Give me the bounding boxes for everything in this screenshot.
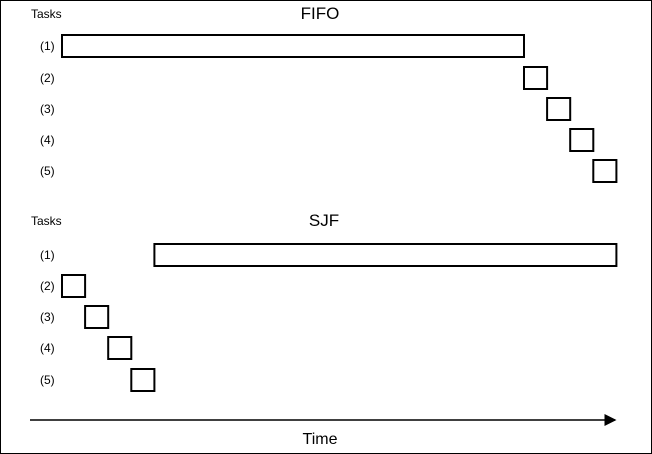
fifo-task-label: (5) xyxy=(40,164,55,178)
sjf-task-bar xyxy=(61,274,87,298)
fifo-task-rows: (1) (2) (3) (4) (5) xyxy=(40,34,618,183)
sjf-task-bar xyxy=(130,368,156,392)
fifo-title: FIFO xyxy=(301,4,340,23)
sjf-task-label: (4) xyxy=(40,341,55,355)
fifo-task-label: (3) xyxy=(40,102,55,116)
fifo-task-bar xyxy=(592,159,618,183)
sjf-task-rows: (1) (2) (3) (4) (5) xyxy=(40,243,618,392)
fifo-task-label: (4) xyxy=(40,133,55,147)
sjf-task-bar xyxy=(153,243,618,267)
fifo-task-bar xyxy=(523,66,549,90)
sjf-task-bar xyxy=(84,305,110,329)
sjf-task-bar xyxy=(107,336,133,360)
sjf-title: SJF xyxy=(309,211,339,230)
sjf-tasks-label: Tasks xyxy=(31,214,62,228)
sjf-task-label: (3) xyxy=(40,310,55,324)
fifo-task-bar xyxy=(61,34,525,58)
time-axis-label: Time xyxy=(303,431,338,448)
fifo-panel: Tasks FIFO (1) (2) (3) (4) (5) xyxy=(31,4,618,183)
sjf-task-label: (2) xyxy=(40,279,55,293)
fifo-task-label: (2) xyxy=(40,71,55,85)
fifo-task-label: (1) xyxy=(40,39,55,53)
fifo-tasks-label: Tasks xyxy=(31,7,62,21)
fifo-task-bar xyxy=(569,128,595,152)
fifo-task-bar xyxy=(546,97,572,121)
sjf-panel: Tasks SJF (1) (2) (3) (4) (5) xyxy=(31,211,618,392)
sjf-task-label: (1) xyxy=(40,248,55,262)
sjf-task-label: (5) xyxy=(40,373,55,387)
